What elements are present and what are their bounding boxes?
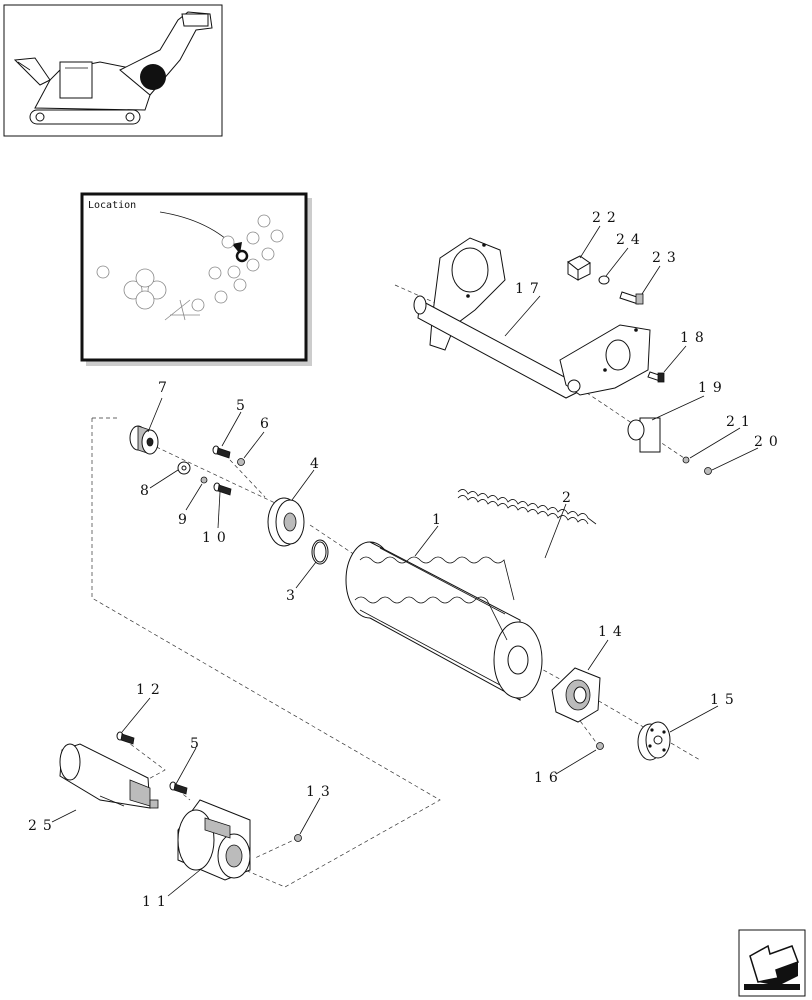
pulley-7 xyxy=(129,425,159,455)
callout-19: 19 xyxy=(698,380,728,396)
callout-1: 1 xyxy=(432,512,447,528)
nut-16 xyxy=(596,742,604,750)
bearing-plate-19 xyxy=(627,417,661,453)
callout-20: 20 xyxy=(754,434,784,450)
frame-assembly xyxy=(413,237,651,399)
callout-23: 23 xyxy=(652,250,682,266)
callout-18: 18 xyxy=(680,330,710,346)
callout-3: 3 xyxy=(286,588,301,604)
bolt-12 xyxy=(116,731,135,745)
callout-10: 10 xyxy=(202,530,232,546)
callout-5-top: 5 xyxy=(236,398,251,414)
callout-17: 17 xyxy=(515,281,545,297)
callout-22: 22 xyxy=(592,210,622,226)
navigation-arrow-icon xyxy=(744,944,800,990)
callout-21: 21 xyxy=(726,414,756,430)
callout-6: 6 xyxy=(260,416,275,432)
callout-11: 11 xyxy=(142,894,172,910)
callout-9: 9 xyxy=(178,512,193,528)
harvester-thumbnail-icon xyxy=(13,11,213,125)
washer-24 xyxy=(598,275,610,285)
location-inset: Location xyxy=(80,192,312,366)
nut-20 xyxy=(704,467,712,475)
washer-6 xyxy=(237,458,245,466)
location-highlight-icon xyxy=(140,64,166,90)
bolt-10 xyxy=(213,482,232,496)
bearing-15 xyxy=(637,721,671,761)
callout-4: 4 xyxy=(310,456,325,472)
bearing-housing-14 xyxy=(551,667,601,723)
nut-13 xyxy=(294,834,302,842)
bolt-5-top xyxy=(212,445,231,459)
bolt-5-bottom xyxy=(169,781,188,795)
callout-7: 7 xyxy=(158,380,173,396)
bolt-23 xyxy=(619,291,644,305)
callout-14: 14 xyxy=(598,624,628,640)
navigation-arrow-button[interactable] xyxy=(738,929,806,997)
location-wheel-icons xyxy=(96,214,284,321)
location-target-icon xyxy=(235,249,249,263)
location-label: Location xyxy=(88,200,136,211)
washer-8 xyxy=(177,461,191,475)
callout-2: 2 xyxy=(562,490,577,506)
callout-15: 15 xyxy=(710,692,740,708)
nut-9 xyxy=(200,476,208,484)
callout-25: 25 xyxy=(28,818,58,834)
callout-labels: 22 24 23 17 18 19 21 20 7 5 6 4 8 9 10 1… xyxy=(28,210,784,910)
snap-ring-3 xyxy=(311,539,329,565)
hydraulic-motor-25 xyxy=(59,743,159,809)
flange-4 xyxy=(267,497,305,547)
callout-8: 8 xyxy=(140,483,155,499)
callout-5-bottom: 5 xyxy=(190,736,205,752)
bolt-18 xyxy=(647,371,665,383)
callout-16: 16 xyxy=(534,770,564,786)
rotor-drum xyxy=(345,541,543,701)
adapter-housing-11 xyxy=(177,799,251,881)
nut-21 xyxy=(682,456,690,464)
callout-12: 12 xyxy=(136,682,166,698)
harvester-thumbnail xyxy=(3,4,223,137)
leader-lines xyxy=(51,225,759,897)
wave-bar-2 xyxy=(457,489,597,525)
square-plate xyxy=(567,255,591,281)
callout-24: 24 xyxy=(616,232,646,248)
callout-13: 13 xyxy=(306,784,336,800)
